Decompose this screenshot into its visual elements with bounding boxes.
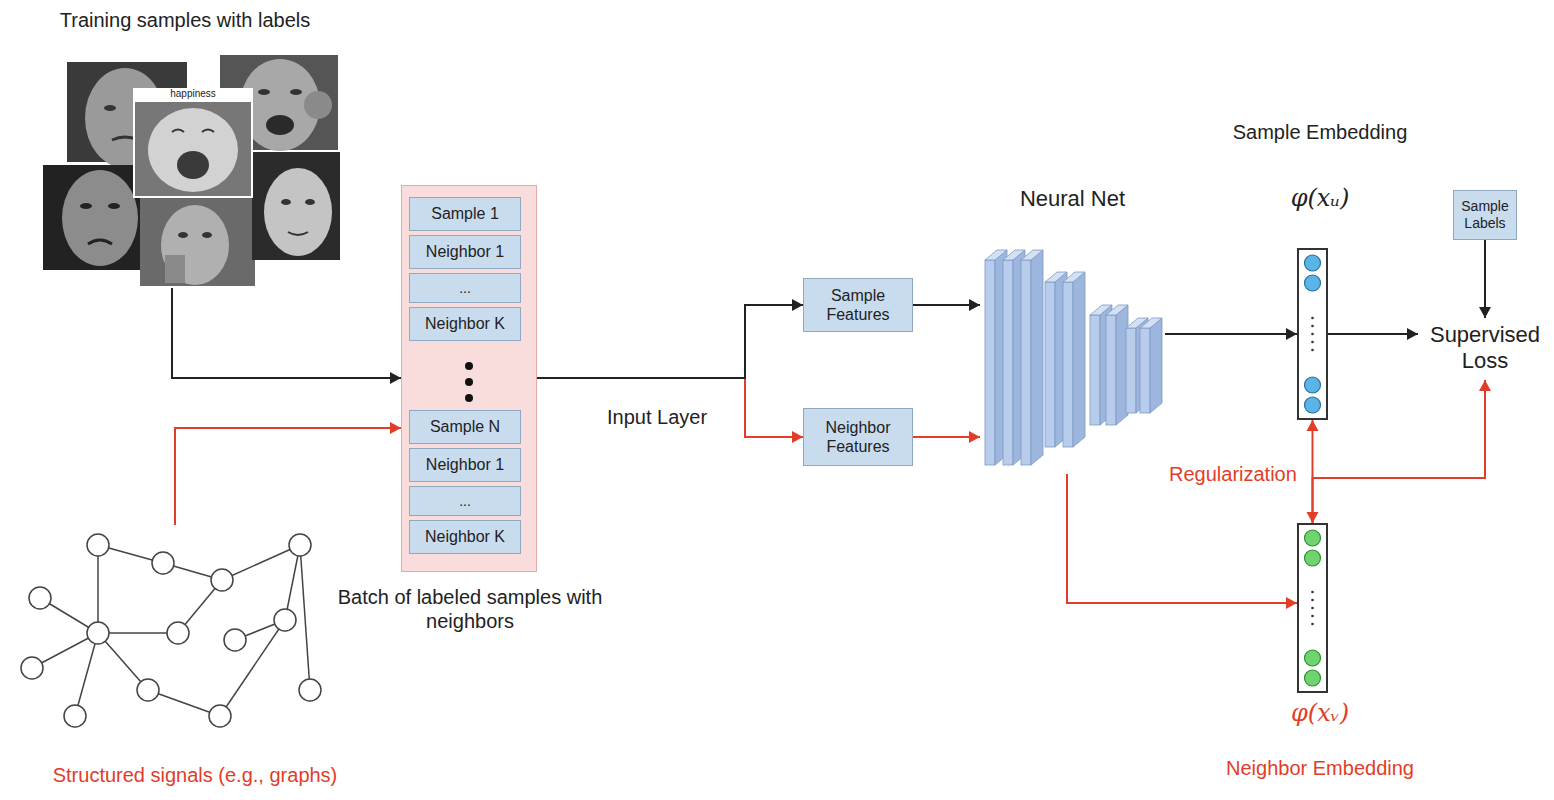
face-photo [133,88,253,198]
vector-cells [1299,525,1326,691]
arrowhead [792,431,803,443]
node-text: Sample Embedding [1200,120,1440,144]
connector-line [1484,240,1486,318]
connector-line [175,428,401,525]
sample-box: Sample 1 [409,197,521,231]
node-text: Neural Net [980,186,1165,212]
label-box: Sample Labels [1453,190,1517,240]
arrow-connector [1313,380,1492,523]
face-photo [252,152,340,260]
connector-line [1328,333,1418,335]
node-text: Sample Labels [1458,198,1512,232]
node-text: Neighbor 1 [426,242,504,261]
node-text: φ(xᵥ) [1190,699,1450,728]
arrowhead [1286,328,1297,340]
arrow-connector [175,422,401,525]
vector-cells [1299,250,1326,418]
neighbor-box: Neighbor 1 [409,448,521,482]
image-group: Training samples with labels [20,6,350,288]
arrowhead [1286,597,1297,609]
node-text: Sample 1 [431,204,499,223]
loss-node: Supervised Loss [1418,318,1552,380]
arrow-connector [1165,328,1297,340]
arrowhead [390,372,401,384]
neighbor-box: Neighbor 1 [409,235,521,269]
face-photo [140,198,255,286]
node-text: ... [459,280,471,297]
batch-panel: Batch of labeled samples with neighbors S… [335,185,605,645]
arrowhead [1407,328,1418,340]
neighbor-box: Neighbor K [409,307,521,341]
node-text: Training samples with labels [20,8,350,32]
arrowhead [1307,420,1319,431]
edge-label: Regularization [1167,462,1299,486]
arrow-connector [537,299,803,378]
embedding-vector: Sample Embedding φ(xᵤ) [1200,120,1440,422]
neural-net: Neural Net [980,182,1165,474]
face-photos [43,55,340,286]
neural-net-layers [985,250,1162,465]
arrow-connector [1067,474,1297,609]
arrowhead [969,431,980,443]
node-text: Neighbor 1 [426,455,504,474]
photo-caption: happiness [133,88,253,100]
arrow-connector [913,299,980,311]
connector-line [537,378,803,437]
connector-line [172,288,401,378]
node-text: Neighbor Features [808,418,908,456]
ellipsis-box: ... [409,486,521,516]
connector-line [1165,333,1297,335]
embedding-vector: φ(xᵥ) Neighbor Embedding [1190,515,1450,800]
graph-group: Structured signals (e.g., graphs) [10,525,380,795]
arrowhead [969,299,980,311]
connector-line [1067,474,1297,603]
arrowhead [1479,307,1491,318]
node-text: ... [459,493,471,510]
node-text: Neighbor K [425,314,505,333]
arrowhead [390,422,401,434]
arrow-connector [913,431,980,443]
sample-box: Sample N [409,410,521,444]
node-text: Batch of labeled samples with neighbors [335,585,605,633]
neighbor-box: Neighbor K [409,520,521,554]
connector-line [1313,380,1486,523]
feature-box: Sample Features [803,278,913,332]
arrow-connector [1479,240,1491,318]
arrow-connector [537,378,803,443]
ellipsis-box: ... [409,273,521,303]
layer-label: Input Layer [607,405,707,429]
node-text: Neighbor K [425,527,505,546]
node-text: Supervised Loss [1418,322,1552,375]
connector-line [537,305,803,378]
node-text: Structured signals (e.g., graphs) [10,763,380,787]
arrowhead [792,299,803,311]
arrow-connector [172,288,401,384]
arrow-connector [1328,328,1418,340]
feature-box: Neighbor Features [803,408,913,466]
node-text: Sample Features [808,286,908,324]
node-text: Sample N [430,417,500,436]
vector-outline [1297,248,1328,420]
node-subtext: φ(xᵤ) [1200,184,1440,213]
arrowhead [1479,380,1491,391]
vector-outline [1297,523,1328,693]
graph-drawing [21,534,321,727]
node-subtext: Neighbor Embedding [1190,756,1450,780]
